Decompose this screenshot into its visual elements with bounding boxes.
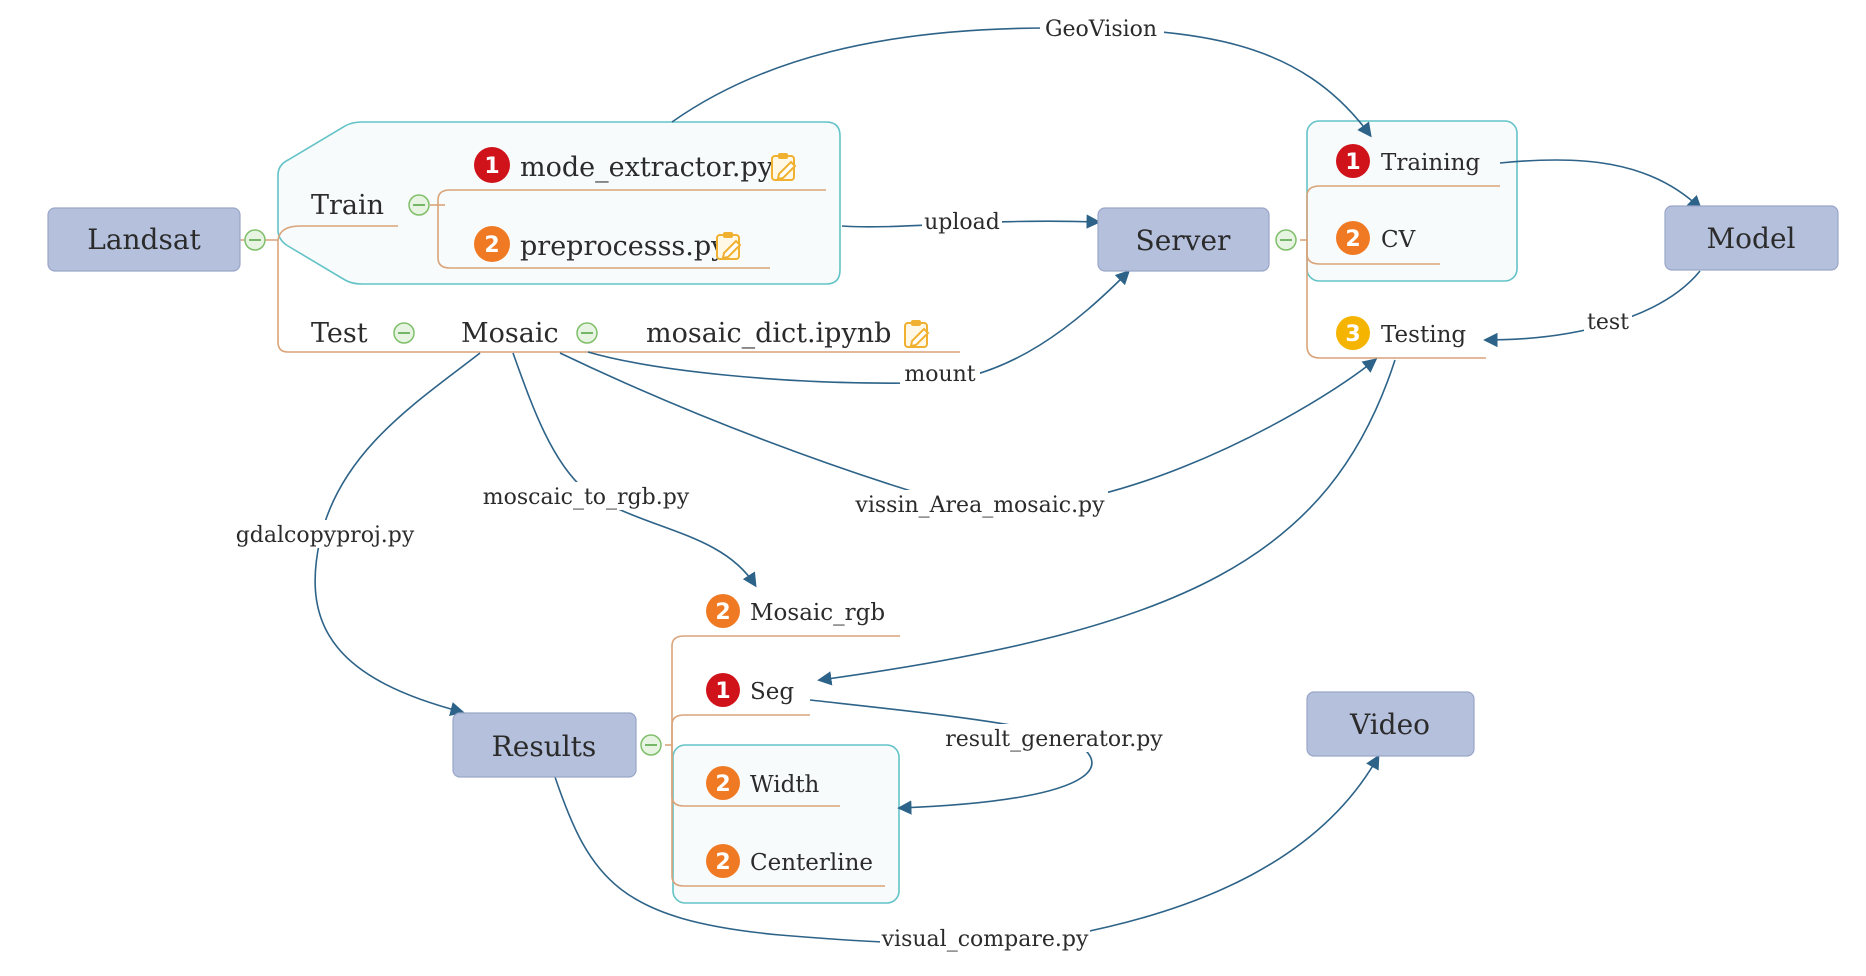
topic-centerline[interactable]: 2 Centerline [706, 844, 873, 878]
topic-mosaic-rgb-label: Mosaic_rgb [750, 600, 885, 626]
topic-mode-extractor-label: mode_extractor.py [520, 152, 774, 183]
svg-text:1: 1 [1345, 150, 1360, 175]
svg-text:2: 2 [715, 850, 730, 875]
node-results[interactable]: Results [452, 712, 637, 778]
rel-testing-seg [817, 359, 1396, 686]
priority-1-icon [706, 673, 740, 707]
edge-label-vissin-area[interactable]: vissin_Area_mosaic.py [854, 493, 1105, 518]
svg-text:2: 2 [1345, 227, 1360, 252]
svg-text:2: 2 [715, 600, 730, 625]
edge-label-visual-compare[interactable]: visual_compare.py [881, 927, 1089, 952]
collapse-minus-icon[interactable] [393, 322, 415, 344]
rel-geovision [671, 27, 1372, 138]
edge-label-mount[interactable]: mount [904, 362, 975, 387]
topic-mosaic-rgb[interactable]: 2 Mosaic_rgb [706, 594, 885, 628]
collapse-minus-icon[interactable] [576, 322, 598, 344]
results-boundary [672, 744, 900, 904]
topic-training[interactable]: 1 Training [1336, 144, 1480, 178]
topic-training-label: Training [1381, 150, 1480, 176]
svg-text:1: 1 [715, 679, 730, 704]
svg-text:2: 2 [715, 772, 730, 797]
topic-cv[interactable]: 2 CV [1336, 221, 1416, 255]
priority-2-icon [706, 766, 740, 800]
collapse-minus-icon[interactable] [1275, 229, 1297, 251]
edge-label-backgrounds [236, 14, 1632, 952]
branch-lines [240, 185, 1500, 887]
collapse-minus-icon[interactable] [640, 734, 662, 756]
topic-width-label: Width [750, 772, 820, 798]
note-edit-icon [771, 152, 796, 181]
node-landsat-label: Landsat [87, 223, 201, 256]
topic-mosaic-dict-label: mosaic_dict.ipynb [646, 318, 891, 349]
topic-testing[interactable]: 3 Testing [1336, 316, 1466, 350]
svg-text:3: 3 [1345, 322, 1360, 347]
topic-train[interactable]: Train [311, 190, 384, 221]
priority-2-icon [706, 594, 740, 628]
priority-2-icon [474, 226, 510, 262]
node-video-label: Video [1349, 708, 1430, 741]
topic-cv-label: CV [1381, 227, 1416, 253]
priority-1-icon [474, 147, 510, 183]
topic-preprocess-label: preprocesss.py [520, 231, 727, 262]
edge-label-geovision[interactable]: GeoVision [1045, 17, 1157, 42]
server-boundary [1306, 120, 1518, 282]
topic-mosaic[interactable]: Mosaic [461, 318, 559, 349]
node-video[interactable]: Video [1306, 691, 1475, 757]
edge-label-gdalcopyproj[interactable]: gdalcopyproj.py [236, 523, 415, 548]
svg-text:1: 1 [484, 154, 499, 179]
rel-moscaic-to-rgb [512, 352, 757, 588]
node-server[interactable]: Server [1097, 207, 1270, 272]
topic-mode-extractor[interactable]: 1 mode_extractor.py [474, 147, 796, 183]
priority-3-icon [1336, 316, 1370, 350]
topic-seg[interactable]: 1 Seg [706, 673, 794, 707]
collapse-minus-icon[interactable] [408, 194, 430, 216]
note-edit-icon [716, 231, 741, 260]
priority-2-icon [706, 844, 740, 878]
node-model-label: Model [1707, 222, 1796, 255]
node-landsat[interactable]: Landsat [47, 207, 241, 272]
edge-label-upload[interactable]: upload [924, 210, 1000, 235]
node-results-label: Results [492, 730, 597, 763]
edge-label-result-generator[interactable]: result_generator.py [945, 727, 1163, 752]
topic-testing-label: Testing [1381, 322, 1466, 348]
train-boundary [277, 121, 841, 285]
note-edit-icon [904, 319, 929, 348]
topic-width[interactable]: 2 Width [706, 766, 820, 800]
topic-preprocess[interactable]: 2 preprocesss.py [474, 226, 741, 262]
priority-1-icon [1336, 144, 1370, 178]
node-server-label: Server [1136, 224, 1232, 257]
edge-label-test[interactable]: test [1587, 310, 1629, 335]
edge-label-moscaic-to-rgb[interactable]: moscaic_to_rgb.py [483, 485, 690, 510]
svg-text:2: 2 [484, 233, 499, 258]
collapse-minus-icon[interactable] [244, 229, 266, 251]
topic-test[interactable]: Test [311, 318, 368, 349]
node-model[interactable]: Model [1664, 205, 1839, 271]
topic-seg-label: Seg [750, 679, 794, 705]
topic-mosaic-dict[interactable]: mosaic_dict.ipynb [646, 318, 929, 349]
topic-centerline-label: Centerline [750, 850, 873, 876]
priority-2-icon [1336, 221, 1370, 255]
rel-training-model [1499, 159, 1703, 210]
